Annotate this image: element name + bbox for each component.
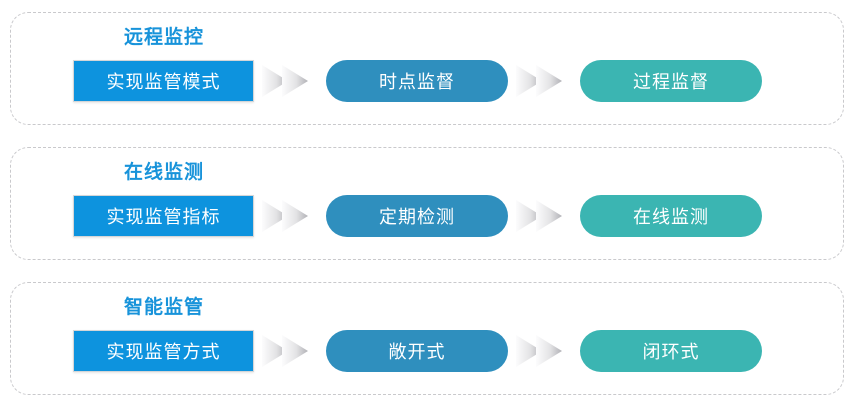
double-chevron-right-icon: [508, 192, 580, 240]
stage-row-3: 智能监管 实现监管方式 敞开式 闭环式: [10, 282, 844, 395]
step-primary-2[interactable]: 实现监管指标: [73, 195, 254, 237]
stage-title-2: 在线监测: [123, 162, 204, 183]
stage-row-2: 在线监测 实现监管指标 定期检测 在线监测: [10, 147, 844, 260]
step-last-3[interactable]: 闭环式: [580, 330, 762, 372]
double-chevron-right-icon: [508, 57, 580, 105]
step-middle-1[interactable]: 时点监督: [326, 60, 508, 102]
step-last-1[interactable]: 过程监督: [580, 60, 762, 102]
step-middle-2[interactable]: 定期检测: [326, 195, 508, 237]
double-chevron-right-icon: [508, 327, 580, 375]
steps-strip-1: 实现监管模式 时点监督 过程监督: [73, 57, 762, 105]
stage-title-3: 智能监管: [123, 297, 204, 318]
step-primary-1[interactable]: 实现监管模式: [73, 60, 254, 102]
double-chevron-right-icon: [254, 192, 326, 240]
double-chevron-right-icon: [254, 327, 326, 375]
stage-title-1: 远程监控: [123, 27, 204, 48]
stage-row-1: 远程监控 实现监管模式 时点监督 过程监督: [10, 12, 844, 125]
double-chevron-right-icon: [254, 57, 326, 105]
step-primary-3[interactable]: 实现监管方式: [73, 330, 254, 372]
step-middle-3[interactable]: 敞开式: [326, 330, 508, 372]
steps-strip-3: 实现监管方式 敞开式 闭环式: [73, 327, 762, 375]
step-last-2[interactable]: 在线监测: [580, 195, 762, 237]
steps-strip-2: 实现监管指标 定期检测 在线监测: [73, 192, 762, 240]
